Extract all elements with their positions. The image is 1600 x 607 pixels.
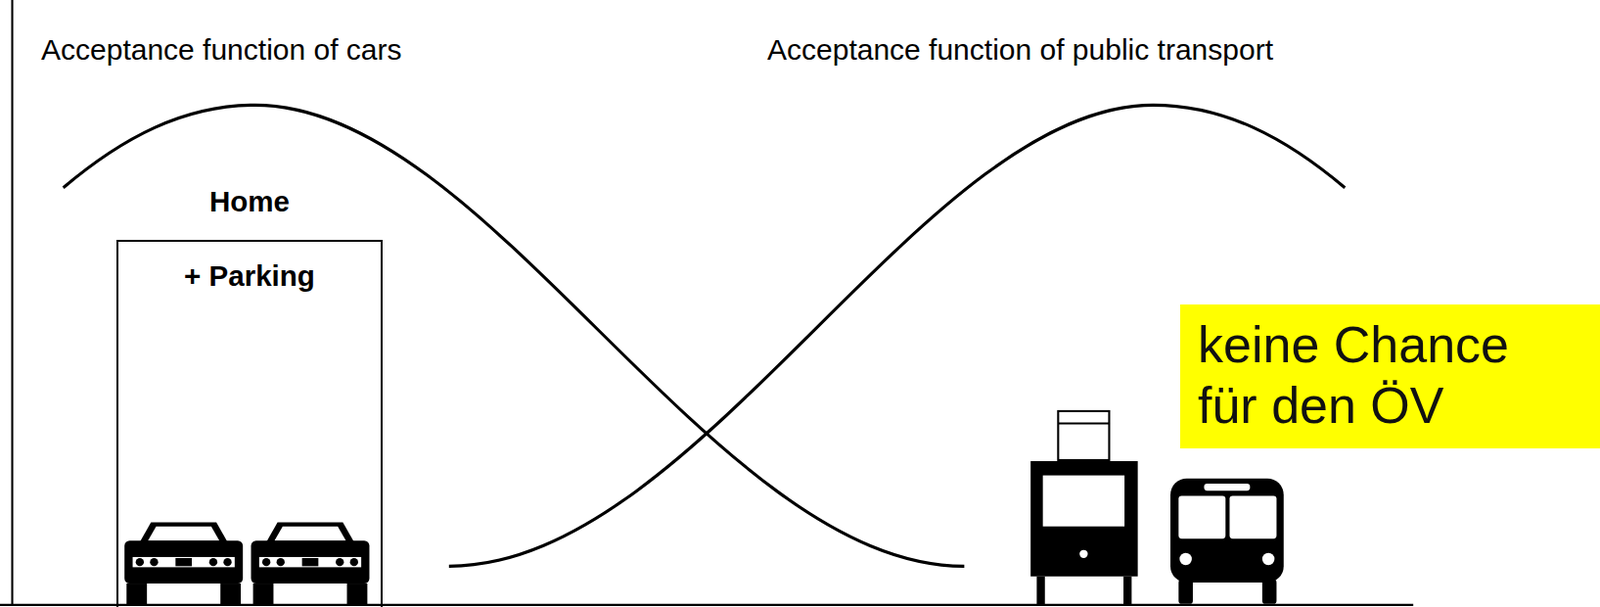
bus-icon	[1170, 478, 1284, 604]
tram-icon	[1030, 411, 1138, 605]
box-text: + Parking	[118, 259, 381, 293]
car-icon	[124, 522, 243, 605]
box-heading: Home	[118, 184, 381, 219]
baseline	[0, 603, 1414, 606]
callout-box: keine Chance für den ÖV	[1180, 304, 1600, 449]
car-icon	[251, 522, 370, 605]
axis-title: Acceptance function of cars	[41, 33, 403, 67]
axis-title: Acceptance function of public transport	[767, 33, 1274, 67]
callout-text: keine Chance für den ÖV	[1197, 314, 1536, 437]
home-box: Home+ Parking	[116, 239, 383, 607]
vertical-axis	[10, 0, 13, 605]
car-curve	[63, 104, 965, 566]
